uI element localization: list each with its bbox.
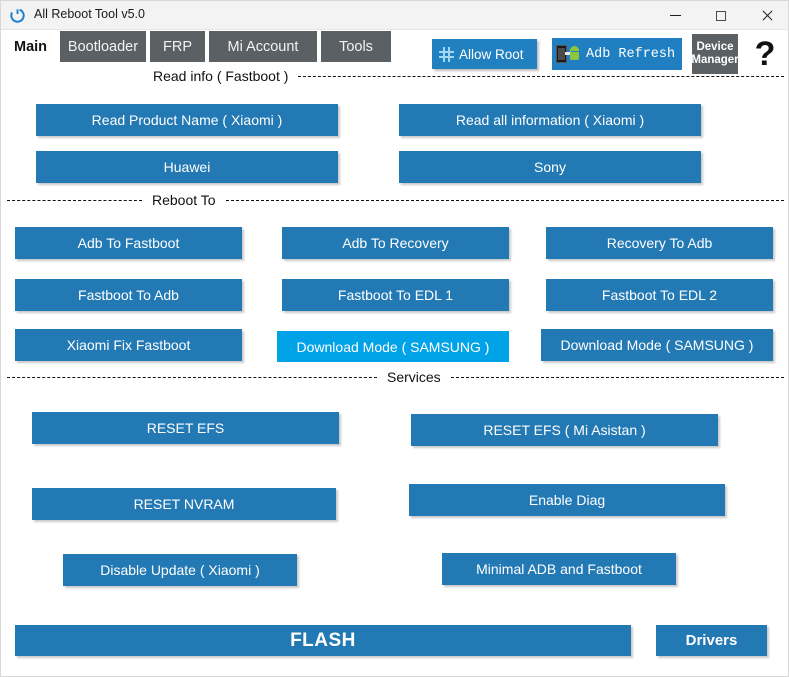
- flash-button[interactable]: FLASH: [15, 625, 631, 656]
- button-disable-update-xiaomi[interactable]: Disable Update ( Xiaomi ): [63, 554, 297, 586]
- button-read-all-information-xiaomi[interactable]: Read all information ( Xiaomi ): [399, 104, 701, 136]
- button-fastboot-to-edl-2[interactable]: Fastboot To EDL 2: [546, 279, 773, 311]
- android-device-refresh-icon: [556, 43, 582, 65]
- button-reset-nvram[interactable]: RESET NVRAM: [32, 488, 336, 520]
- adb-refresh-label: Adb Refresh: [586, 46, 676, 62]
- maximize-button[interactable]: [698, 1, 744, 30]
- button-adb-to-recovery[interactable]: Adb To Recovery: [282, 227, 509, 259]
- tab-main[interactable]: Main: [5, 31, 58, 62]
- device-manager-label-line2: Manager: [691, 54, 739, 66]
- section-divider-reboot-to: Reboot To: [1, 191, 788, 209]
- divider-dash-left: [7, 376, 377, 378]
- divider-dash-left: [7, 199, 142, 201]
- close-button[interactable]: [744, 1, 788, 30]
- button-huawei[interactable]: Huawei: [36, 151, 338, 183]
- button-sony[interactable]: Sony: [399, 151, 701, 183]
- section-label-read-info: Read info ( Fastboot ): [153, 68, 289, 84]
- button-enable-diag[interactable]: Enable Diag: [409, 484, 725, 516]
- minimize-button[interactable]: [652, 1, 698, 30]
- button-reset-efs[interactable]: RESET EFS: [32, 412, 339, 444]
- tab-frp[interactable]: FRP: [150, 31, 207, 62]
- tab-mi-account[interactable]: Mi Account: [209, 31, 319, 62]
- section-label-reboot-to: Reboot To: [152, 192, 216, 208]
- section-label-services: Services: [387, 369, 441, 385]
- maximize-icon: [716, 10, 726, 21]
- divider-dash-right: [450, 376, 784, 378]
- adb-refresh-button[interactable]: Adb Refresh: [552, 38, 682, 70]
- allow-root-label: Allow Root: [459, 46, 524, 62]
- button-adb-to-fastboot[interactable]: Adb To Fastboot: [15, 227, 242, 259]
- button-read-product-name-xiaomi[interactable]: Read Product Name ( Xiaomi ): [36, 104, 338, 136]
- section-divider-services: Services: [1, 368, 788, 386]
- tab-bootloader[interactable]: Bootloader: [60, 31, 148, 62]
- section-divider-read-info: Read info ( Fastboot ): [1, 67, 788, 85]
- power-refresh-icon: [10, 8, 25, 23]
- button-recovery-to-adb[interactable]: Recovery To Adb: [546, 227, 773, 259]
- tab-tools[interactable]: Tools: [321, 31, 393, 62]
- button-reset-efs-mi-asistan[interactable]: RESET EFS ( Mi Asistan ): [411, 414, 718, 446]
- divider-dash-right: [298, 75, 784, 77]
- drivers-button[interactable]: Drivers: [656, 625, 767, 656]
- button-fastboot-to-edl-1[interactable]: Fastboot To EDL 1: [282, 279, 509, 311]
- button-download-mode-samsung[interactable]: Download Mode ( SAMSUNG ): [277, 331, 509, 362]
- button-download-mode-samsung[interactable]: Download Mode ( SAMSUNG ): [541, 329, 773, 361]
- button-fastboot-to-adb[interactable]: Fastboot To Adb: [15, 279, 242, 311]
- button-minimal-adb-and-fastboot[interactable]: Minimal ADB and Fastboot: [442, 553, 676, 585]
- device-manager-label-line1: Device: [696, 41, 734, 53]
- button-xiaomi-fix-fastboot[interactable]: Xiaomi Fix Fastboot: [15, 329, 242, 361]
- minimize-icon: [669, 15, 681, 16]
- window-title: All Reboot Tool v5.0: [34, 7, 145, 21]
- title-bar: All Reboot Tool v5.0: [1, 1, 788, 30]
- close-icon: [761, 10, 773, 22]
- device-manager-button[interactable]: Device Manager: [691, 34, 739, 74]
- hash-icon: [439, 46, 454, 62]
- allow-root-button[interactable]: Allow Root: [432, 39, 537, 69]
- help-button[interactable]: ?: [754, 35, 776, 73]
- divider-dash-right: [225, 199, 784, 201]
